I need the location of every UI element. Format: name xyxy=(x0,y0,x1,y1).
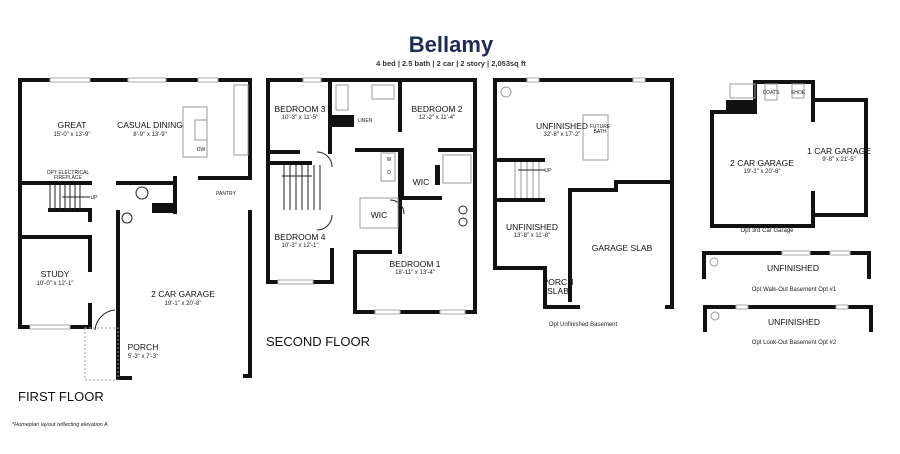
lookout-unfinished: UNFINISHED xyxy=(768,317,820,327)
future-bath-label: FUTURE xyxy=(590,124,611,130)
basement-stairs-up: UP xyxy=(545,168,553,174)
dishwasher-label: DW xyxy=(197,147,206,153)
room-study: STUDY xyxy=(41,269,70,279)
dryer-label: D xyxy=(387,170,391,176)
future-bath-label-2: BATH xyxy=(594,129,607,135)
basement-caption: Opt Unfinished Basement xyxy=(549,322,618,328)
option-plans: COATS SHOE 2 CAR GARAGE 19'-1" x 20'-8" … xyxy=(702,80,873,346)
basement-plan: UP UNFINISHED 32'-8" x 17'-2" FUTURE BAT… xyxy=(493,77,674,328)
room-opt-1-car-garage: 1 CAR GARAGE xyxy=(807,146,871,156)
room-opt-1-car-garage-dim: 9'-8" x 21'-5" xyxy=(822,157,856,163)
room-bedroom-2-dim: 12'-2" x 11'-4" xyxy=(419,115,455,121)
room-casual-dining: CASUAL DINING xyxy=(117,120,183,130)
footnote: *Homeplan layout reflecting elevation A xyxy=(12,422,108,428)
room-bedroom-1: BEDROOM 1 xyxy=(389,259,440,269)
room-opt-2-car-garage-dim: 19'-1" x 20'-8" xyxy=(744,169,781,175)
room-garage-dim: 19'-1" x 20'-8" xyxy=(165,301,202,307)
lookout-caption: Opt Look-Out Basement Opt #2 xyxy=(752,340,837,346)
fireplace-label-2: FIREPLACE xyxy=(54,175,82,181)
walkout-caption: Opt Walk-Out Basement Opt #1 xyxy=(752,287,837,293)
porch-slab-label: PORCH xyxy=(543,277,574,287)
garage-slab-label: GARAGE SLAB xyxy=(592,243,653,253)
washer-label: W xyxy=(387,157,392,163)
room-porch-dim: 5'-3" x 7'-3" xyxy=(128,354,158,360)
shoe-label: SHOE xyxy=(791,90,806,96)
coats-label: COATS xyxy=(763,90,781,96)
walkout-unfinished: UNFINISHED xyxy=(767,263,819,273)
room-basement-unfinished-small: UNFINISHED xyxy=(506,222,558,232)
third-garage-caption: Opt 3rd Car Garage xyxy=(740,228,794,234)
room-study-dim: 10'-0" x 12'-1" xyxy=(37,281,74,287)
room-porch: PORCH xyxy=(128,342,159,352)
plan-specs: 4 bed | 2.5 bath | 2 car | 2 story | 2,0… xyxy=(376,59,526,68)
first-floor-plan: GREAT 15'-0" x 13'-9" CASUAL DINING 8'-9… xyxy=(18,77,252,404)
second-floor-plan: BEDROOM 3 10'-3" x 11'-5" BEDROOM 2 12'-… xyxy=(266,77,477,349)
second-floor-label: SECOND FLOOR xyxy=(266,334,370,349)
room-basement-unfinished-dim: 32'-8" x 17'-2" xyxy=(544,132,581,138)
room-opt-2-car-garage: 2 CAR GARAGE xyxy=(730,158,794,168)
room-bedroom-2: BEDROOM 2 xyxy=(411,104,462,114)
room-bedroom-3: BEDROOM 3 xyxy=(274,104,325,114)
room-bedroom-1-dim: 18'-11" x 13'-4" xyxy=(395,270,435,276)
plan-title: Bellamy xyxy=(409,32,494,57)
room-basement-unfinished: UNFINISHED xyxy=(536,121,588,131)
room-bedroom-4-dim: 10'-3" x 12'-1" xyxy=(282,243,319,249)
fireplace-label: OPT ELECTRICAL xyxy=(47,170,90,176)
room-bedroom-3-dim: 10'-3" x 11'-5" xyxy=(282,115,318,121)
room-great-dim: 15'-0" x 13'-9" xyxy=(54,132,91,138)
stairs-up-label: UP xyxy=(91,195,99,201)
wic-bedroom-1: WIC xyxy=(413,177,430,187)
room-great: GREAT xyxy=(58,120,87,130)
wic-hall: WIC xyxy=(371,210,388,220)
first-floor-label: FIRST FLOOR xyxy=(18,389,104,404)
room-garage: 2 CAR GARAGE xyxy=(151,289,215,299)
room-casual-dining-dim: 8'-9" x 13'-9" xyxy=(133,132,167,138)
room-basement-unfinished-small-dim: 13'-8" x 11'-8" xyxy=(514,233,550,239)
linen-label: LINEN xyxy=(358,118,373,124)
pantry-label: PANTRY xyxy=(216,191,236,197)
porch-slab-label-2: SLAB xyxy=(547,286,569,296)
room-bedroom-4: BEDROOM 4 xyxy=(274,232,325,242)
